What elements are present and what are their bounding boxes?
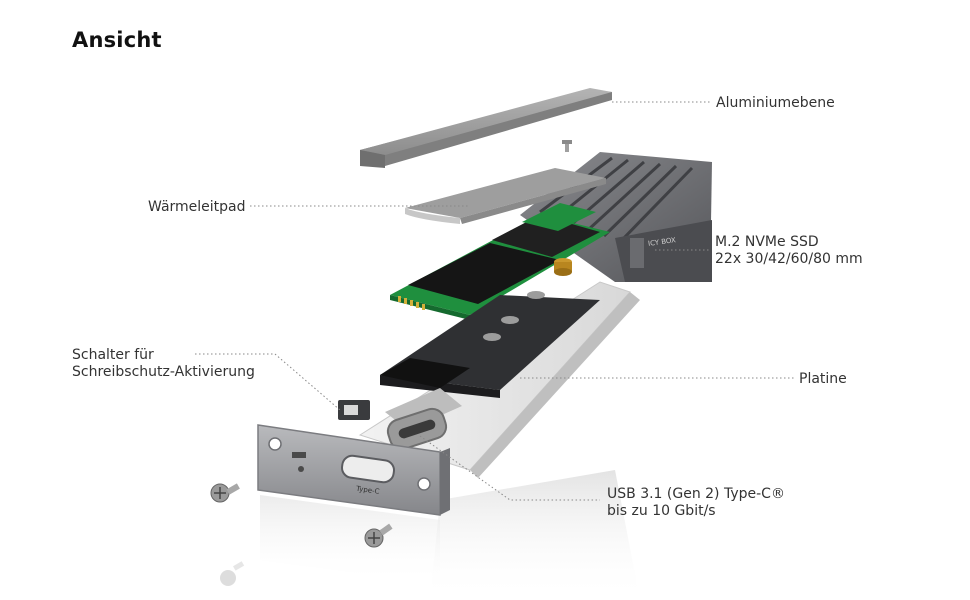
page-title: Ansicht — [72, 28, 162, 52]
leader-lines — [195, 101, 795, 501]
screw-top — [562, 140, 572, 152]
carrier-board — [380, 291, 600, 398]
brass-standoff — [554, 258, 572, 276]
leader-usb — [419, 435, 600, 501]
label-usb: USB 3.1 (Gen 2) Type-C® bis zu 10 Gbit/s — [607, 486, 785, 520]
usb-c-connector — [385, 388, 462, 451]
label-board: Platine — [799, 371, 847, 387]
screw-bottom — [220, 561, 245, 586]
label-switch-line2: Schreibschutz-Aktivierung — [72, 364, 255, 380]
aluminium-plate — [360, 88, 612, 168]
label-switch-line1: Schalter für — [72, 347, 154, 363]
m2-ssd — [390, 203, 610, 320]
label-switch: Schalter für Schreibschutz-Aktivierung — [72, 347, 255, 381]
label-usb-line1: USB 3.1 (Gen 2) Type-C® — [607, 486, 785, 502]
leader-switch — [195, 353, 341, 411]
front-plate: Type-C — [257, 424, 450, 585]
screw-right — [364, 523, 393, 548]
write-protect-switch — [338, 400, 370, 420]
label-ssd-line1: M.2 NVMe SSD — [715, 234, 819, 250]
label-ssd-line2: 22x 30/42/60/80 mm — [715, 251, 863, 267]
label-aluminium: Aluminiumebene — [716, 95, 835, 111]
label-usb-line2: bis zu 10 Gbit/s — [607, 503, 716, 519]
label-ssd: M.2 NVMe SSD 22x 30/42/60/80 mm — [715, 234, 863, 268]
label-thermal-pad: Wärmeleitpad — [148, 199, 246, 215]
screw-left — [210, 483, 240, 503]
port-label-text: Type-C — [355, 485, 380, 496]
